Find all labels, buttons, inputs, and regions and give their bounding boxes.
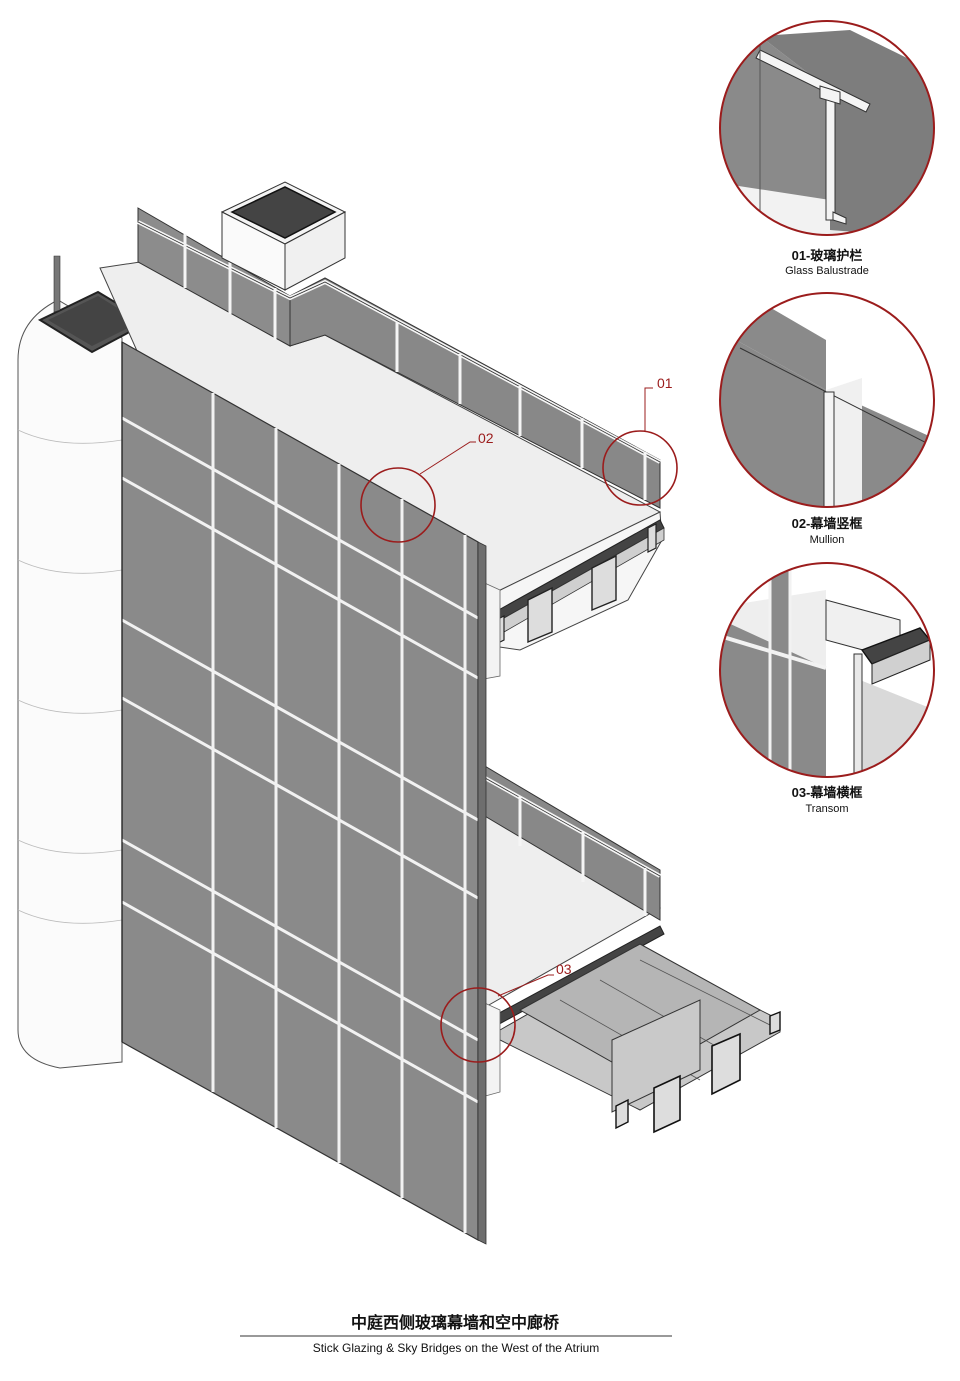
detail-03-transom: 03-幕墙横框 Transom xyxy=(719,562,935,815)
detail-01-title-zh: 01-玻璃护栏 xyxy=(792,248,863,263)
detail-01-glass-balustrade: 01-玻璃护栏 Glass Balustrade xyxy=(719,20,935,277)
callout-01-circle xyxy=(602,430,678,506)
caption-en: Stick Glazing & Sky Bridges on the West … xyxy=(313,1341,600,1355)
callout-03: 03 xyxy=(440,961,572,1063)
callout-01: 01 xyxy=(602,375,678,506)
detail-02-mullion: 02-幕墙竖框 Mullion xyxy=(719,292,935,546)
curtain-wall xyxy=(121,340,487,1245)
detail-02-title-zh: 02-幕墙竖框 xyxy=(792,516,863,531)
callout-03-label: 03 xyxy=(556,961,572,977)
caption-zh: 中庭西侧玻璃幕墙和空中廊桥 xyxy=(351,1313,560,1332)
callout-02-label: 02 xyxy=(478,430,494,446)
detail-03-title-zh: 03-幕墙横框 xyxy=(792,785,863,800)
upper-skybridge xyxy=(99,181,665,681)
drawing-caption: 中庭西侧玻璃幕墙和空中廊桥 Stick Glazing & Sky Bridge… xyxy=(240,1313,672,1355)
detail-02-title-en: Mullion xyxy=(810,534,845,546)
detail-01-title-en: Glass Balustrade xyxy=(785,265,869,277)
callout-02: 02 xyxy=(360,430,494,543)
callout-01-label: 01 xyxy=(657,375,673,391)
detail-03-title-en: Transom xyxy=(806,803,849,815)
callout-03-circle xyxy=(440,987,516,1063)
lower-skybridge xyxy=(477,761,781,1134)
callout-02-circle xyxy=(360,467,436,543)
